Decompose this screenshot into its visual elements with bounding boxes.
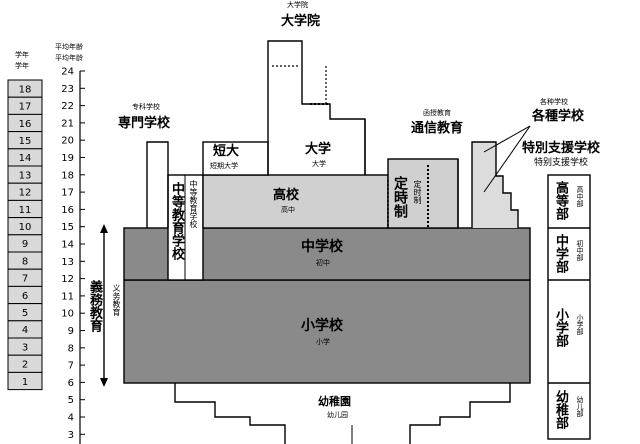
grade-number: 15 [19, 136, 32, 147]
grade-number: 1 [22, 377, 28, 388]
elementary-label-zh: 小学 [316, 338, 330, 346]
elementary-label-ja: 小学校 [301, 318, 343, 334]
misc-label-zh: 各种学校 [540, 98, 568, 106]
age-tick-label: 7 [68, 361, 74, 372]
grade-number: 11 [19, 205, 32, 216]
grade-number: 8 [22, 256, 28, 267]
age-tick-label: 22 [61, 101, 74, 112]
secondary-school-label-zh: 中等教育学校 [189, 180, 198, 228]
age-label-ja: 平均年齢 [55, 43, 83, 51]
age-tick-label: 19 [61, 153, 74, 164]
age-label-zh: 平均年龄 [55, 54, 83, 62]
university-label-ja: 大学 [305, 142, 332, 157]
special-label-zh: 特别支援学校 [534, 158, 589, 168]
compulsory-arrow-down [100, 378, 108, 387]
special-label-ja: 特別支援学校 [522, 141, 601, 156]
grade-number: 10 [19, 222, 32, 233]
grade-number: 14 [19, 153, 32, 164]
secondary-school-label-ja: 中等教育学校 [169, 182, 184, 260]
compulsory-arrow-up [100, 224, 108, 233]
high-school-label-ja: 高校 [273, 188, 300, 203]
grade-number: 18 [19, 84, 32, 95]
misc-label-ja: 各種学校 [532, 109, 585, 124]
kindergarten-label-zh: 幼儿园 [327, 411, 348, 419]
age-axis: 24 23 22 21 20 19 18 17 16 15 14 13 12 11 10 9 8 7 6 5 4 3 [61, 67, 85, 444]
special-high-zh: 高中部 [576, 186, 584, 207]
junior-college-block [202, 141, 269, 176]
vocational-label-zh: 专科学校 [132, 103, 160, 111]
misc-outline [471, 141, 519, 228]
special-high-ja: 高等部 [553, 181, 568, 220]
grade-cell [7, 371, 43, 391]
special-kinder-zh: 幼儿部 [576, 396, 584, 417]
kindergarten-label-ja: 幼稚園 [318, 395, 351, 408]
age-tick-label: 24 [61, 67, 74, 78]
grade-number: 5 [22, 308, 28, 319]
age-tick-label: 12 [61, 274, 74, 285]
university-label-zh: 大学 [312, 160, 326, 168]
grade-number: 2 [22, 360, 28, 371]
age-tick-label: 21 [61, 118, 74, 129]
kindergarten-outline-right [409, 383, 511, 444]
age-tick-label: 14 [61, 240, 74, 251]
age-tick-label: 15 [61, 222, 74, 233]
grade-number: 3 [22, 342, 28, 353]
age-tick-label: 11 [61, 291, 74, 302]
junior-college-label-zh: 短期大学 [210, 162, 238, 170]
age-tick-label: 20 [61, 136, 74, 147]
grade-number: 7 [22, 274, 28, 285]
grade-label-ja: 学年 [15, 51, 29, 59]
grade-number: 17 [19, 102, 32, 113]
part-time-label-zh: 定时制 [413, 180, 422, 204]
elementary-block [123, 279, 531, 384]
middle-school-label-ja: 中学校 [301, 239, 343, 255]
compulsory-label-zh: 义务教育 [112, 284, 121, 316]
grade-number: 6 [22, 291, 28, 302]
correspondence-label-zh: 函授教育 [423, 109, 451, 117]
grade-cells: 18 17 16 15 14 13 12 11 10 9 8 7 6 5 4 3 2 1 [7, 79, 43, 391]
vocational-label-ja: 専門学校 [118, 116, 171, 131]
graduate-label-ja: 大学院 [281, 14, 321, 29]
age-tick-label: 4 [68, 413, 74, 424]
special-middle-zh: 初中部 [576, 240, 584, 261]
grade-label-zh: 学年 [15, 62, 29, 70]
special-kinder-ja: 幼稚部 [553, 390, 568, 429]
graduate-label-zh: 大学院 [287, 1, 308, 9]
misc-pointer-2 [483, 125, 531, 193]
grade-number: 9 [22, 239, 28, 250]
junior-college-label-ja: 短大 [213, 144, 240, 159]
age-tick-label: 3 [68, 430, 74, 441]
vocational-outline [146, 141, 169, 228]
part-time-block [387, 158, 459, 229]
kindergarten-outline [174, 383, 286, 444]
age-tick-label: 13 [61, 257, 74, 268]
age-tick-label: 8 [68, 343, 74, 354]
special-elem-ja: 小学部 [553, 308, 568, 347]
special-middle-ja: 中学部 [553, 234, 568, 273]
age-tick-label: 9 [68, 326, 74, 337]
special-elem-zh: 小学部 [576, 314, 584, 335]
high-school-label-zh: 高中 [281, 206, 295, 214]
age-tick-label: 5 [68, 395, 74, 406]
age-tick-label: 6 [68, 378, 74, 389]
correspondence-label-ja: 通信教育 [411, 121, 464, 136]
grade-number: 13 [19, 170, 32, 181]
grade-number: 12 [19, 188, 32, 199]
grade-number: 16 [19, 119, 32, 130]
age-tick-label: 17 [61, 188, 74, 199]
age-tick-label: 18 [61, 170, 74, 181]
special-column [547, 174, 591, 440]
compulsory-label-ja: 義務教育 [87, 280, 102, 332]
grade-number: 4 [22, 325, 28, 336]
middle-school-label-zh: 初中 [316, 259, 330, 267]
age-tick-label: 16 [61, 205, 74, 216]
part-time-label-ja: 定時制 [392, 176, 408, 218]
misc-pointer-1 [483, 125, 531, 153]
age-tick-label: 10 [61, 309, 74, 320]
age-tick-label: 23 [61, 84, 74, 95]
